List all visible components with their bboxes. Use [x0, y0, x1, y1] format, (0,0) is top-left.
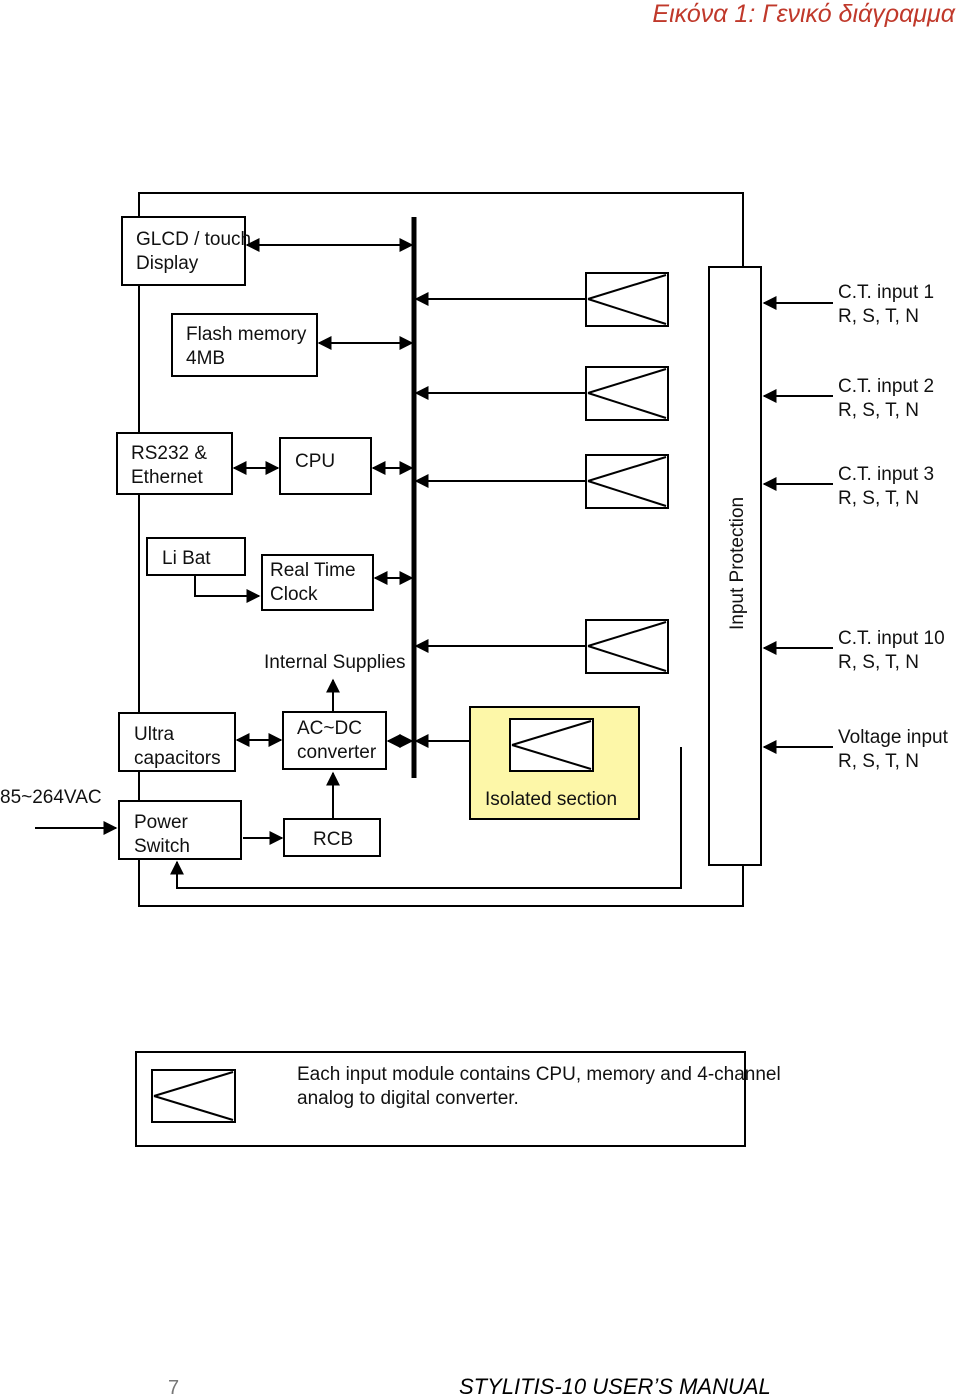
- power-switch-block: Power Switch: [118, 800, 242, 860]
- glcd-block: GLCD / touch Display: [121, 216, 251, 286]
- acdc-label-line2: converter: [297, 742, 377, 763]
- flash-memory-block: Flash memory 4MB: [171, 313, 318, 377]
- mains-voltage-label: 85~264VAC: [0, 787, 102, 808]
- input-module-3-icon: [585, 454, 669, 509]
- ct-input-3-phases: R, S, T, N: [838, 488, 919, 509]
- page-number: 7: [168, 1377, 179, 1398]
- legend-box: Each input module contains CPU, memory a…: [135, 1051, 781, 1147]
- isolated-section-label: Isolated section: [485, 789, 617, 810]
- input-module-1-icon: [585, 272, 669, 327]
- isolated-section: Isolated section: [469, 706, 640, 820]
- isolated-power-switch-line: [170, 747, 682, 889]
- input-protection-block: Input Protection: [708, 266, 762, 866]
- voltage-input-label: Voltage input: [838, 727, 949, 748]
- glcd-label-line2: Display: [136, 253, 199, 274]
- cpu-block: CPU: [279, 437, 372, 495]
- ultracap-label-line2: capacitors: [134, 748, 221, 769]
- ct-input-1-phases: R, S, T, N: [838, 306, 919, 327]
- figure-caption: Εικόνα 1: Γενικό διάγραμμα: [652, 0, 955, 28]
- ct-input-10-label: C.T. input 10: [838, 628, 945, 649]
- voltage-input-phases: R, S, T, N: [838, 751, 919, 772]
- flash-label-line2: 4MB: [186, 348, 225, 369]
- ct-input-10-phases: R, S, T, N: [838, 652, 919, 673]
- cpu-label: CPU: [295, 451, 335, 472]
- glcd-label-line1: GLCD / touch: [136, 229, 251, 250]
- rtc-block: Real Time Clock: [261, 554, 374, 611]
- libat-label: Li Bat: [162, 548, 211, 569]
- li-bat-block: Li Bat: [146, 537, 246, 576]
- ct-input-3-label: C.T. input 3: [838, 464, 934, 485]
- ct-input-2-phases: R, S, T, N: [838, 400, 919, 421]
- ultracap-label-line1: Ultra: [134, 724, 175, 745]
- acdc-label-line1: AC~DC: [297, 718, 362, 739]
- rs232-ethernet-block: RS232 & Ethernet: [116, 432, 233, 495]
- rs232-label-line1: RS232 &: [131, 443, 207, 464]
- ct-input-2-label: C.T. input 2: [838, 376, 934, 397]
- legend-text-line2: analog to digital converter.: [297, 1088, 519, 1109]
- libat-rtc-arrow: [194, 576, 261, 603]
- isolated-adc-module-icon: [509, 718, 594, 772]
- rcb-block: RCB: [283, 818, 381, 857]
- input-protection-label: Input Protection: [727, 497, 748, 630]
- flash-label-line1: Flash memory: [186, 324, 307, 345]
- internal-supplies-label: Internal Supplies: [264, 652, 406, 673]
- rtc-label-line1: Real Time: [270, 560, 356, 581]
- rcb-label: RCB: [313, 829, 353, 850]
- legend-adc-module-icon: [151, 1069, 236, 1123]
- acdc-converter-block: AC~DC converter: [282, 711, 387, 770]
- ct-input-1-label: C.T. input 1: [838, 282, 934, 303]
- rtc-label-line2: Clock: [270, 584, 318, 605]
- legend-text-line1: Each input module contains CPU, memory a…: [297, 1064, 781, 1085]
- ultracap-block: Ultra capacitors: [118, 712, 236, 772]
- rs232-label-line2: Ethernet: [131, 467, 204, 488]
- manual-title: STYLITIS-10 USER’S MANUAL: [459, 1374, 771, 1398]
- input-module-2-icon: [585, 366, 669, 421]
- power-switch-label-line1: Power: [134, 812, 189, 833]
- power-switch-label-line2: Switch: [134, 836, 190, 857]
- input-module-10-icon: [585, 619, 669, 674]
